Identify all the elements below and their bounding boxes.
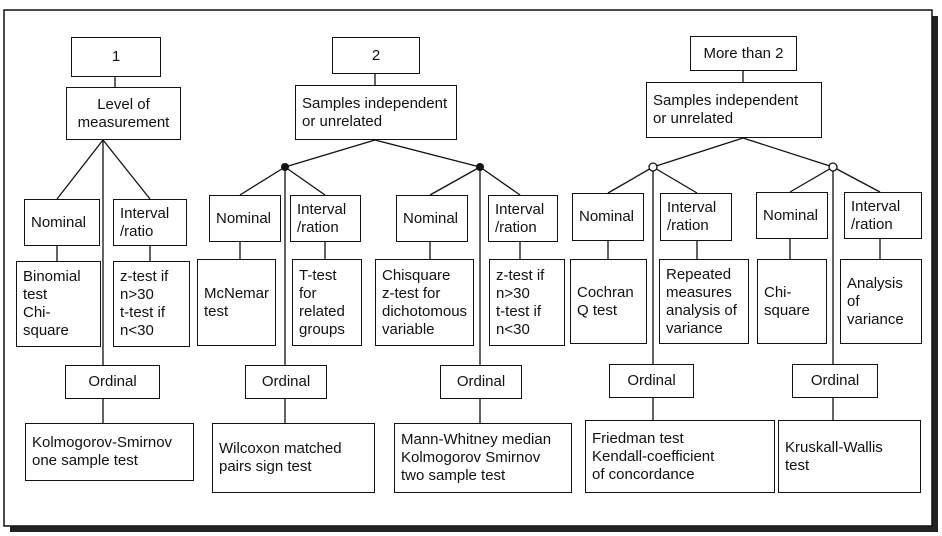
interval-ration-box: Interval /ration bbox=[488, 195, 558, 242]
friedman-test-box: Friedman test Kendall-coefficient of con… bbox=[585, 420, 775, 493]
binomial-test-box: Binomial test Chi- square bbox=[16, 261, 101, 347]
junction-dot bbox=[281, 163, 289, 171]
interval-ration-box: Interval /ration bbox=[660, 193, 732, 241]
repeated-measures-box: Repeated measures analysis of variance bbox=[659, 259, 749, 344]
samples-independent-box: Samples independent or unrelated bbox=[646, 82, 822, 138]
ordinal-box: Ordinal bbox=[245, 365, 327, 399]
samples-independent-box: Samples independent or unrelated bbox=[295, 85, 457, 140]
ordinal-box: Ordinal bbox=[440, 365, 522, 399]
t-test-related-box: T-test for related groups bbox=[292, 259, 362, 346]
junction-circle bbox=[648, 162, 658, 172]
samples-two-box: 2 bbox=[332, 37, 420, 74]
level-of-measurement-box: Level of measurement bbox=[66, 87, 181, 140]
samples-one-box: 1 bbox=[71, 37, 161, 77]
kolmogorov-smirnov-one-sample-box: Kolmogorov-Smirnov one sample test bbox=[25, 423, 194, 481]
z-test-box: z-test if n>30 t-test if n<30 bbox=[113, 261, 190, 347]
analysis-of-variance-box: Analysis of variance bbox=[840, 259, 922, 344]
junction-dot bbox=[476, 163, 484, 171]
interval-ration-box: Interval /ration bbox=[290, 195, 361, 242]
wilcoxon-test-box: Wilcoxon matched pairs sign test bbox=[212, 423, 375, 493]
nominal-box: Nominal bbox=[396, 195, 468, 242]
samples-more-box: More than 2 bbox=[690, 36, 797, 71]
z-test-box: z-test if n>30 t-test if n<30 bbox=[489, 259, 565, 346]
chisquare-z-test-box: Chisquare z-test for dichotomous variabl… bbox=[375, 259, 474, 346]
ordinal-box: Ordinal bbox=[792, 364, 878, 398]
ordinal-box: Ordinal bbox=[65, 365, 160, 399]
chi-square-box: Chi- square bbox=[757, 259, 827, 344]
mcnemar-test-box: McNemar test bbox=[197, 259, 276, 346]
mann-whitney-box: Mann-Whitney median Kolmogorov Smirnov t… bbox=[394, 423, 572, 493]
interval-ratio-box: Interval /ratio bbox=[113, 199, 187, 246]
kruskall-wallis-box: Kruskall-Wallis test bbox=[778, 420, 921, 493]
nominal-box: Nominal bbox=[209, 195, 281, 242]
nominal-box: Nominal bbox=[756, 192, 828, 239]
nominal-box: Nominal bbox=[572, 193, 644, 241]
cochran-q-test-box: Cochran Q test bbox=[570, 259, 647, 344]
ordinal-box: Ordinal bbox=[609, 364, 694, 398]
nominal-box: Nominal bbox=[24, 199, 100, 246]
interval-ration-box: Interval /ration bbox=[844, 192, 922, 239]
junction-circle bbox=[828, 162, 838, 172]
